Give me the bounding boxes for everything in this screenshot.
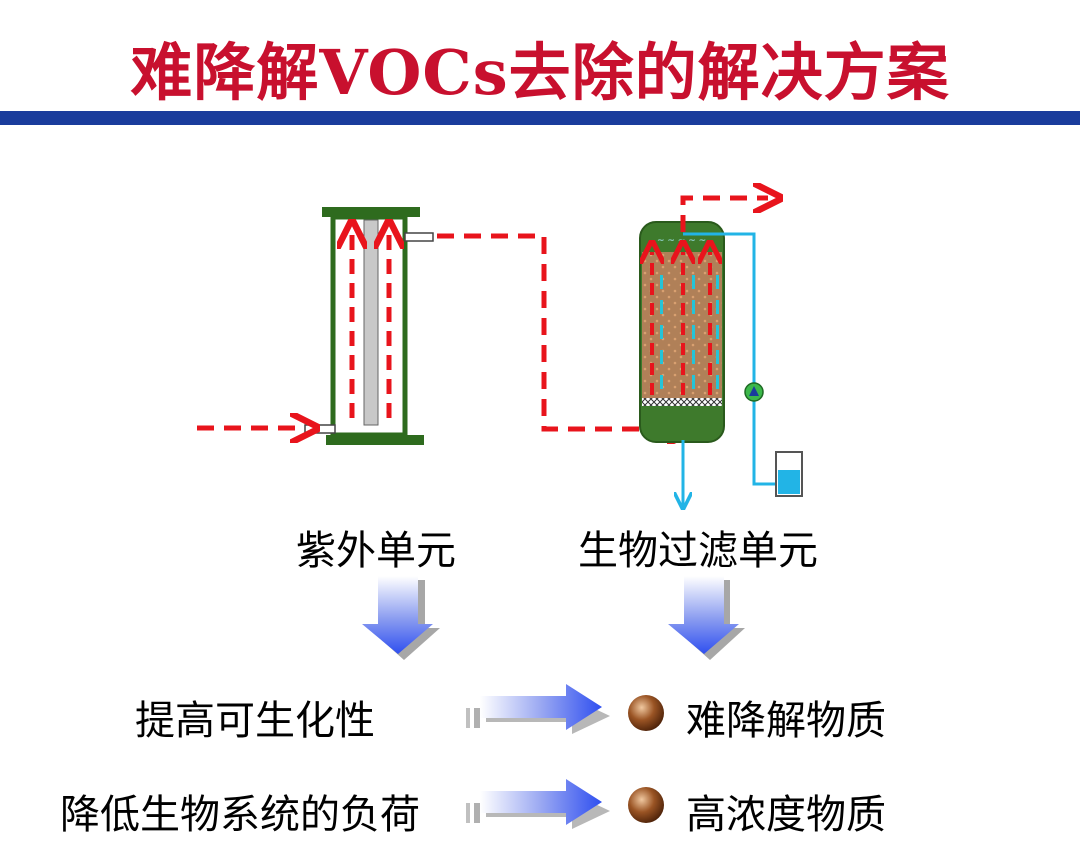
uv-inlet-nozzle [304,424,336,434]
effect-arrow-1 [466,684,610,734]
biofilter-reactor: ~ ~ ~ ~ ~ [639,221,725,443]
gas-transfer-arrow [437,233,682,429]
uv-down-arrow [362,576,440,660]
title-divider [0,111,1080,125]
bullet-icon [628,787,664,823]
uv-reactor [304,207,434,445]
uv-unit-label: 紫外单元 [296,528,456,574]
uv-outlet-nozzle [404,232,434,242]
bio-down-arrow [668,576,745,660]
svg-text:~ ~ ~ ~ ~: ~ ~ ~ ~ ~ [657,236,706,246]
gas-outlet-arrow [680,198,768,232]
effect-result-1: 难降解物质 [686,698,886,744]
uv-bottom-flange [326,435,424,445]
effect-arrow-2 [466,779,610,829]
recirculation-line [683,232,803,497]
biofilter-support-mesh [642,398,722,406]
effect-cause-2: 降低生物系统的负荷 [60,792,420,838]
uv-lamp [363,219,379,426]
page-title: 难降解VOCs去除的解决方案 [130,36,950,109]
effect-cause-1: 提高可生化性 [135,698,375,744]
bullet-icon [628,695,664,731]
bio-unit-label: 生物过滤单元 [578,528,818,574]
uv-top-flange [322,207,420,217]
effect-result-2: 高浓度物质 [686,792,886,838]
